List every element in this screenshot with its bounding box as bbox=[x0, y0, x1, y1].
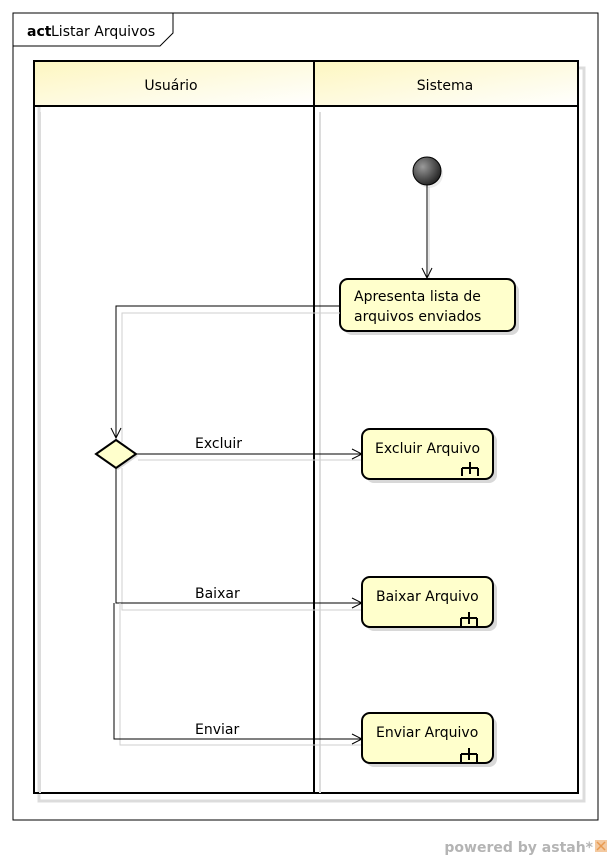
call-behavior-icon bbox=[460, 612, 478, 626]
initial-node bbox=[412, 156, 443, 188]
swimlane-container: Usuário Sistema bbox=[33, 60, 586, 803]
action-upload-file: Enviar Arquivo bbox=[361, 712, 497, 767]
action-list-line2: arquivos enviados bbox=[354, 309, 481, 325]
action-delete-label: Excluir Arquivo bbox=[375, 441, 480, 457]
diagram-frame: act Listar Arquivos bbox=[12, 12, 599, 821]
powered-by-text: powered by astah* bbox=[444, 840, 593, 856]
action-upload-label: Enviar Arquivo bbox=[376, 725, 478, 741]
flow-download: Baixar bbox=[115, 468, 368, 611]
lane-label-usuario: Usuário bbox=[144, 78, 197, 94]
flow-initial-to-list bbox=[427, 185, 429, 280]
action-list-line1: Apresenta lista de bbox=[354, 289, 481, 305]
astah-watermark: powered by astah* bbox=[444, 840, 607, 856]
flow-label-enviar: Enviar bbox=[195, 722, 239, 738]
flow-upload: Enviar bbox=[113, 603, 368, 746]
action-list-files: Apresenta lista de arquivos enviados bbox=[339, 278, 519, 335]
astah-logo-icon bbox=[595, 840, 607, 852]
action-download-file: Baixar Arquivo bbox=[361, 576, 497, 631]
action-delete-file: Excluir Arquivo bbox=[361, 428, 497, 483]
flow-delete: Excluir bbox=[136, 436, 368, 461]
call-behavior-icon bbox=[460, 748, 478, 762]
flow-label-baixar: Baixar bbox=[195, 586, 240, 602]
flow-list-to-decision bbox=[116, 305, 340, 442]
decision-node bbox=[94, 438, 138, 470]
call-behavior-icon bbox=[461, 462, 479, 476]
frame-title: Listar Arquivos bbox=[51, 24, 155, 40]
lane-label-sistema: Sistema bbox=[417, 78, 473, 94]
flow-label-excluir: Excluir bbox=[195, 436, 242, 452]
frame-kind-label: act bbox=[27, 24, 52, 40]
action-download-label: Baixar Arquivo bbox=[376, 589, 479, 605]
